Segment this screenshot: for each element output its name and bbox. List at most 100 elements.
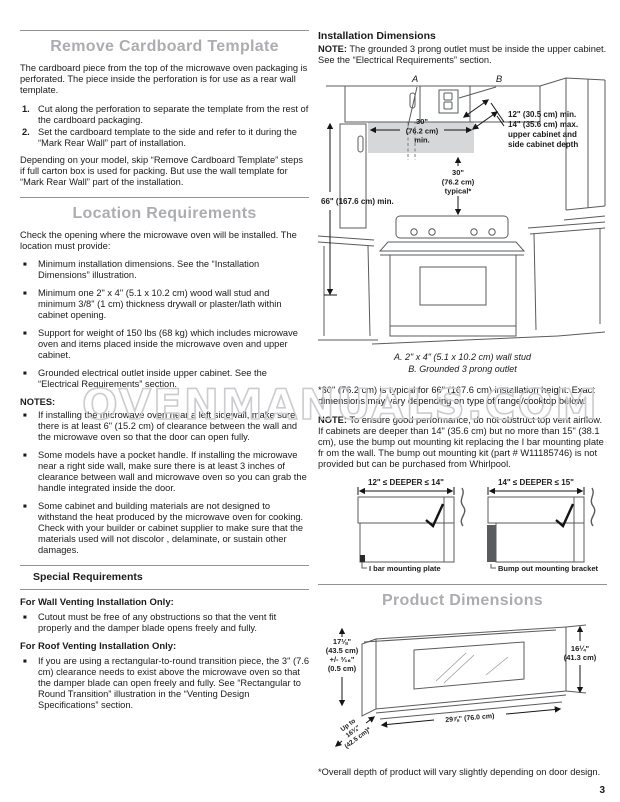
bullet-square-icon: ■ (23, 614, 27, 621)
bullet-item: ■ Grounded electrical outlet inside uppe… (20, 368, 309, 390)
width-label: 29⅞" (76.0 cm) (445, 713, 495, 724)
body-paragraph: Check the opening where the microwave ov… (20, 230, 297, 251)
dimension-arrows (335, 625, 584, 747)
typical-height-label: typical* (445, 187, 472, 196)
bullet-text: Support for weight of 150 lbs (68 kg) wh… (38, 328, 298, 360)
bullet-square-icon: ■ (23, 658, 27, 665)
vent-airflow-icon (460, 487, 466, 527)
note-label: NOTE: (318, 44, 347, 54)
installation-dimensions-heading: Installation Dimensions (318, 30, 436, 42)
diagram-caption: A. 2" x 4" (5.1 x 10.2 cm) wall stud B. … (318, 352, 607, 375)
opening-width-label: 30" (416, 117, 428, 126)
bullet-text: If installing the microwave oven near a … (38, 410, 298, 442)
install-height-label: 66" (167.6 cm) min. (321, 197, 394, 206)
caption-leader (490, 564, 496, 569)
body-paragraph: Depending on your model, skip “Remove Ca… (20, 155, 304, 187)
mounting-diagrams: 12" ≤ DEEPER ≤ 14" I bar mounting plate (357, 478, 599, 573)
footnote-paragraph: *30" (76.2 cm) is typical for 66" (167.6… (318, 385, 595, 406)
opening-width-label: (76.2 cm) (406, 127, 439, 136)
cabinet-depth-label: upper cabinet and (508, 130, 577, 139)
caption-a: A. 2" x 4" (5.1 x 10.2 cm) wall stud (394, 352, 531, 362)
left-column: Remove Cardboard Template The cardboard … (20, 0, 309, 718)
range-knob-icon (488, 228, 496, 236)
bullet-square-icon: ■ (23, 261, 27, 268)
bullet-square-icon: ■ (23, 330, 27, 337)
height-label: 17⅛" (333, 637, 352, 646)
bullet-text: Some models have a pocket handle. If ins… (38, 450, 307, 493)
section-divider (20, 197, 309, 198)
step-text: Set the cardboard template to the side a… (38, 127, 297, 148)
cabinet-depth-label: 12" (30.5 cm) min. (508, 110, 576, 119)
bullet-item: ■ Support for weight of 150 lbs (68 kg) … (20, 328, 309, 361)
range-drawing (378, 215, 526, 337)
callout-label-b: B (496, 74, 503, 85)
i-bar-plate-icon (360, 555, 365, 562)
bullet-text: Cutout must be free of any obstructions … (38, 612, 277, 633)
footnote-paragraph: *Overall depth of product will vary slig… (318, 767, 601, 777)
section-heading-location-requirements: Location Requirements (72, 205, 257, 222)
note-text: To ensure good performance, do not obstr… (318, 415, 604, 469)
height-tolerance-label: (0.5 cm) (328, 664, 357, 673)
height-label: (43.5 cm) (326, 646, 359, 655)
wall-venting-heading: For Wall Venting Installation Only: (20, 597, 174, 608)
window-shine-lines (435, 652, 509, 684)
vent-airflow-icon (590, 487, 596, 527)
bullet-item: ■ Cutout must be free of any obstruction… (20, 612, 309, 634)
oven-window (413, 641, 525, 690)
bullet-item: ■ If you are using a rectangular-to-roun… (20, 656, 309, 711)
right-column: Installation Dimensions NOTE: The ground… (318, 0, 607, 786)
label-b-leader-line (458, 86, 497, 99)
section-divider (318, 584, 607, 585)
bullet-square-icon: ■ (23, 503, 27, 510)
caption-b: B. Grounded 3 prong outlet (408, 363, 517, 374)
bump-out-mounting-diagram: 14" ≤ DEEPER ≤ 15" Bump out mounting bra… (487, 478, 599, 573)
range-knob-icon (428, 228, 436, 236)
height-right-label: 16¼" (571, 644, 590, 653)
range-knob-icon (470, 228, 478, 236)
checkmark-icon (555, 503, 575, 528)
opening-width-label: min. (414, 136, 429, 145)
bullet-square-icon: ■ (23, 290, 27, 297)
bullet-item: ■ Some models have a pocket handle. If i… (20, 450, 309, 494)
bump-out-caption: Bump out mounting bracket (498, 564, 599, 573)
depth-range-label: 12" ≤ DEEPER ≤ 14" (368, 478, 444, 487)
typical-height-label: (76.2 cm) (442, 178, 475, 187)
range-knob-icon (410, 228, 418, 236)
note-paragraph: NOTE: To ensure good performance, do not… (318, 415, 607, 470)
cabinet-line-art (318, 77, 606, 345)
height-right-label: (41.3 cm) (564, 653, 597, 662)
bullet-item: ■ Some cabinet and building materials ar… (20, 501, 309, 556)
bullet-square-icon: ■ (23, 412, 27, 419)
installation-diagram: A B 30" (76.2 cm) min. 12" (30.5 cm) min… (318, 74, 606, 345)
bullet-square-icon: ■ (23, 452, 27, 459)
bullet-square-icon: ■ (23, 370, 27, 377)
section-heading-remove-cardboard-template: Remove Cardboard Template (50, 38, 279, 55)
body-paragraph: The cardboard piece from the top of the … (20, 63, 308, 95)
bullet-text: Grounded electrical outlet inside upper … (38, 368, 267, 389)
product-dimensions-diagram: 17⅛" (43.5 cm) +/- ³⁄₁₆" (0.5 cm) 16¼" (… (326, 624, 597, 750)
note-paragraph: NOTE: The grounded 3 prong outlet must b… (318, 44, 607, 66)
cabinet-depth-label: side cabinet depth (508, 140, 578, 149)
oven-window (419, 266, 487, 306)
step-number: 2. (22, 127, 30, 137)
special-requirements-box: Special Requirements (20, 565, 309, 590)
dimension-arrows (324, 99, 505, 296)
i-bar-caption: I bar mounting plate (369, 564, 441, 573)
cabinet-handle-icon (357, 135, 364, 153)
note-text: The grounded 3 prong outlet must be insi… (318, 44, 607, 65)
roof-venting-heading: For Roof Venting Installation Only: (20, 641, 177, 652)
cabinet-depth-label: 14" (35.6 cm) max. (508, 120, 578, 129)
step-text: Cut along the perforation to separate th… (38, 104, 309, 125)
callout-label-a: A (411, 74, 418, 85)
microwave-drawing (361, 624, 587, 720)
checkmark-icon (425, 503, 445, 528)
bullet-item: ■ Minimum one 2" x 4" (5.1 x 10.2 cm) wo… (20, 288, 309, 321)
section-heading-product-dimensions: Product Dimensions (382, 592, 543, 609)
bullet-text: If you are using a rectangular-to-round … (38, 656, 309, 710)
bullet-item: ■ If installing the microwave oven near … (20, 410, 309, 443)
note-label: NOTE: (318, 415, 347, 425)
height-tolerance-label: +/- ³⁄₁₆" (330, 655, 355, 664)
step-number: 1. (22, 104, 30, 114)
caption-leader (361, 562, 367, 569)
